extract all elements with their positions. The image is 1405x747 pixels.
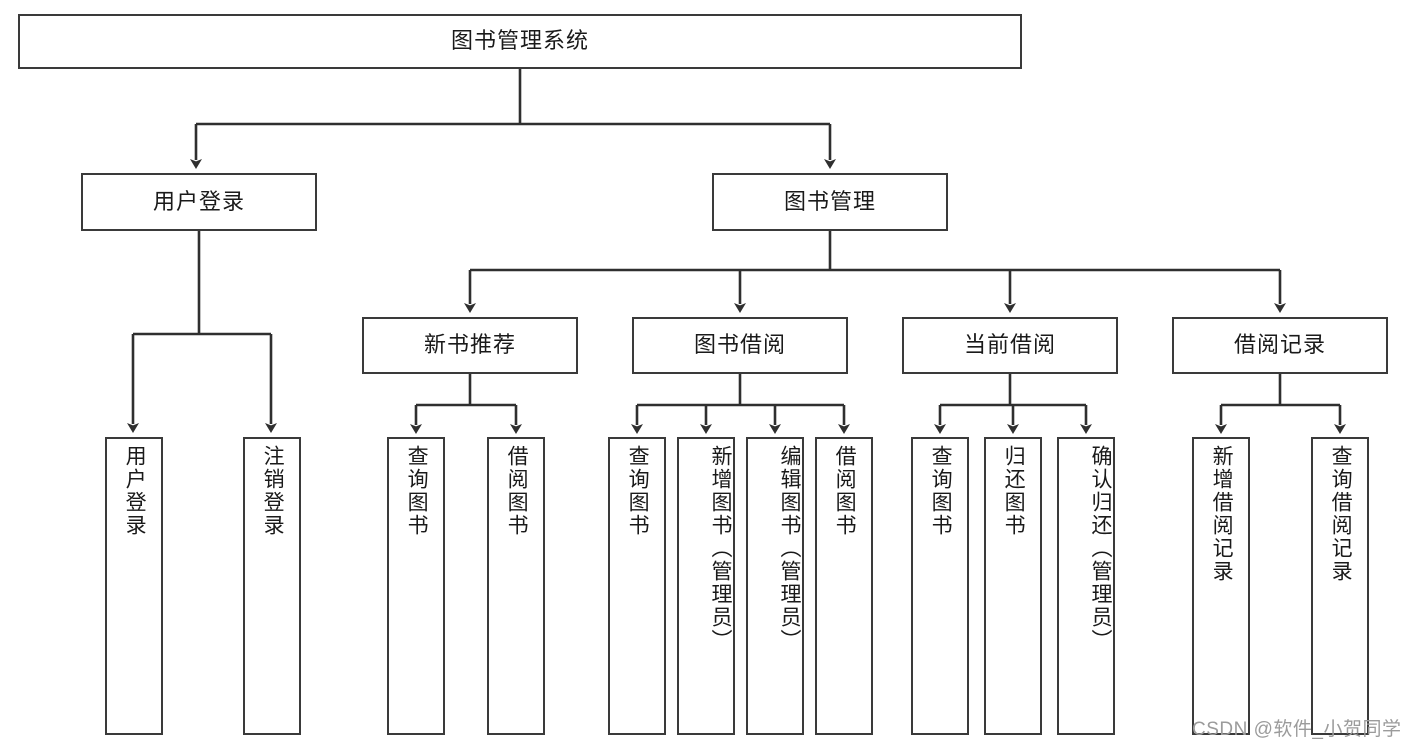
edges-currentborrow-to-leaves — [934, 374, 1092, 434]
node-leaf-add-book-label: 新增图书（管理员） — [709, 445, 732, 652]
node-leaf-query-book-3-label: 查询图书 — [929, 445, 953, 537]
node-user-login-label: 用户登录 — [152, 188, 245, 214]
edges-bookmanage-to-level3 — [464, 231, 1286, 313]
csdn-watermark: CSDN @软件_小贺同学 — [1192, 719, 1402, 740]
node-root-label: 图书管理系统 — [450, 28, 589, 54]
node-leaf-confirm-return-label: 确认归还（管理员） — [1089, 445, 1112, 652]
node-leaf-query-record[interactable]: 查询借阅记录 — [1311, 437, 1369, 735]
node-book-borrow-label: 图书借阅 — [693, 332, 786, 358]
node-root[interactable]: 图书管理系统 — [18, 14, 1022, 69]
node-current-borrow-label: 当前借阅 — [963, 332, 1056, 358]
node-leaf-edit-book-label: 编辑图书（管理员） — [778, 445, 801, 652]
node-leaf-user-login-label: 用户登录 — [123, 445, 147, 537]
node-book-borrow[interactable]: 图书借阅 — [632, 317, 848, 374]
node-borrow-record-label: 借阅记录 — [1233, 332, 1326, 358]
edges-userlogin-to-leaves — [127, 231, 277, 433]
node-leaf-user-logout-label: 注销登录 — [261, 445, 285, 537]
node-leaf-add-record-label: 新增借阅记录 — [1210, 445, 1234, 583]
node-leaf-borrow-book-2-label: 借阅图书 — [833, 445, 857, 537]
node-user-login[interactable]: 用户登录 — [81, 173, 317, 231]
node-leaf-query-book-1-label: 查询图书 — [405, 445, 429, 537]
node-leaf-query-book-2-label: 查询图书 — [626, 445, 650, 537]
node-borrow-record[interactable]: 借阅记录 — [1172, 317, 1388, 374]
node-book-manage[interactable]: 图书管理 — [712, 173, 948, 231]
node-leaf-query-book-2[interactable]: 查询图书 — [608, 437, 666, 735]
node-leaf-add-record[interactable]: 新增借阅记录 — [1192, 437, 1250, 735]
edges-newbook-to-leaves — [410, 374, 522, 434]
node-leaf-borrow-book-1-label: 借阅图书 — [505, 445, 529, 537]
node-leaf-borrow-book-2[interactable]: 借阅图书 — [815, 437, 873, 735]
node-leaf-query-book-3[interactable]: 查询图书 — [911, 437, 969, 735]
node-book-manage-label: 图书管理 — [783, 188, 876, 214]
edges-bookborrow-to-leaves — [631, 374, 850, 434]
edges-root-to-level2 — [190, 69, 836, 169]
node-leaf-borrow-book-1[interactable]: 借阅图书 — [487, 437, 545, 735]
node-leaf-return-book-label: 归还图书 — [1002, 445, 1026, 537]
node-leaf-edit-book[interactable]: 编辑图书（管理员） — [746, 437, 804, 735]
node-new-book-rec-label: 新书推荐 — [423, 332, 516, 358]
node-leaf-return-book[interactable]: 归还图书 — [984, 437, 1042, 735]
edges-borrowrecord-to-leaves — [1215, 374, 1346, 434]
node-leaf-user-login[interactable]: 用户登录 — [105, 437, 163, 735]
node-leaf-confirm-return[interactable]: 确认归还（管理员） — [1057, 437, 1115, 735]
node-leaf-query-record-label: 查询借阅记录 — [1329, 445, 1353, 583]
node-current-borrow[interactable]: 当前借阅 — [902, 317, 1118, 374]
node-leaf-query-book-1[interactable]: 查询图书 — [387, 437, 445, 735]
node-leaf-add-book[interactable]: 新增图书（管理员） — [677, 437, 735, 735]
node-leaf-user-logout[interactable]: 注销登录 — [243, 437, 301, 735]
node-new-book-rec[interactable]: 新书推荐 — [362, 317, 578, 374]
